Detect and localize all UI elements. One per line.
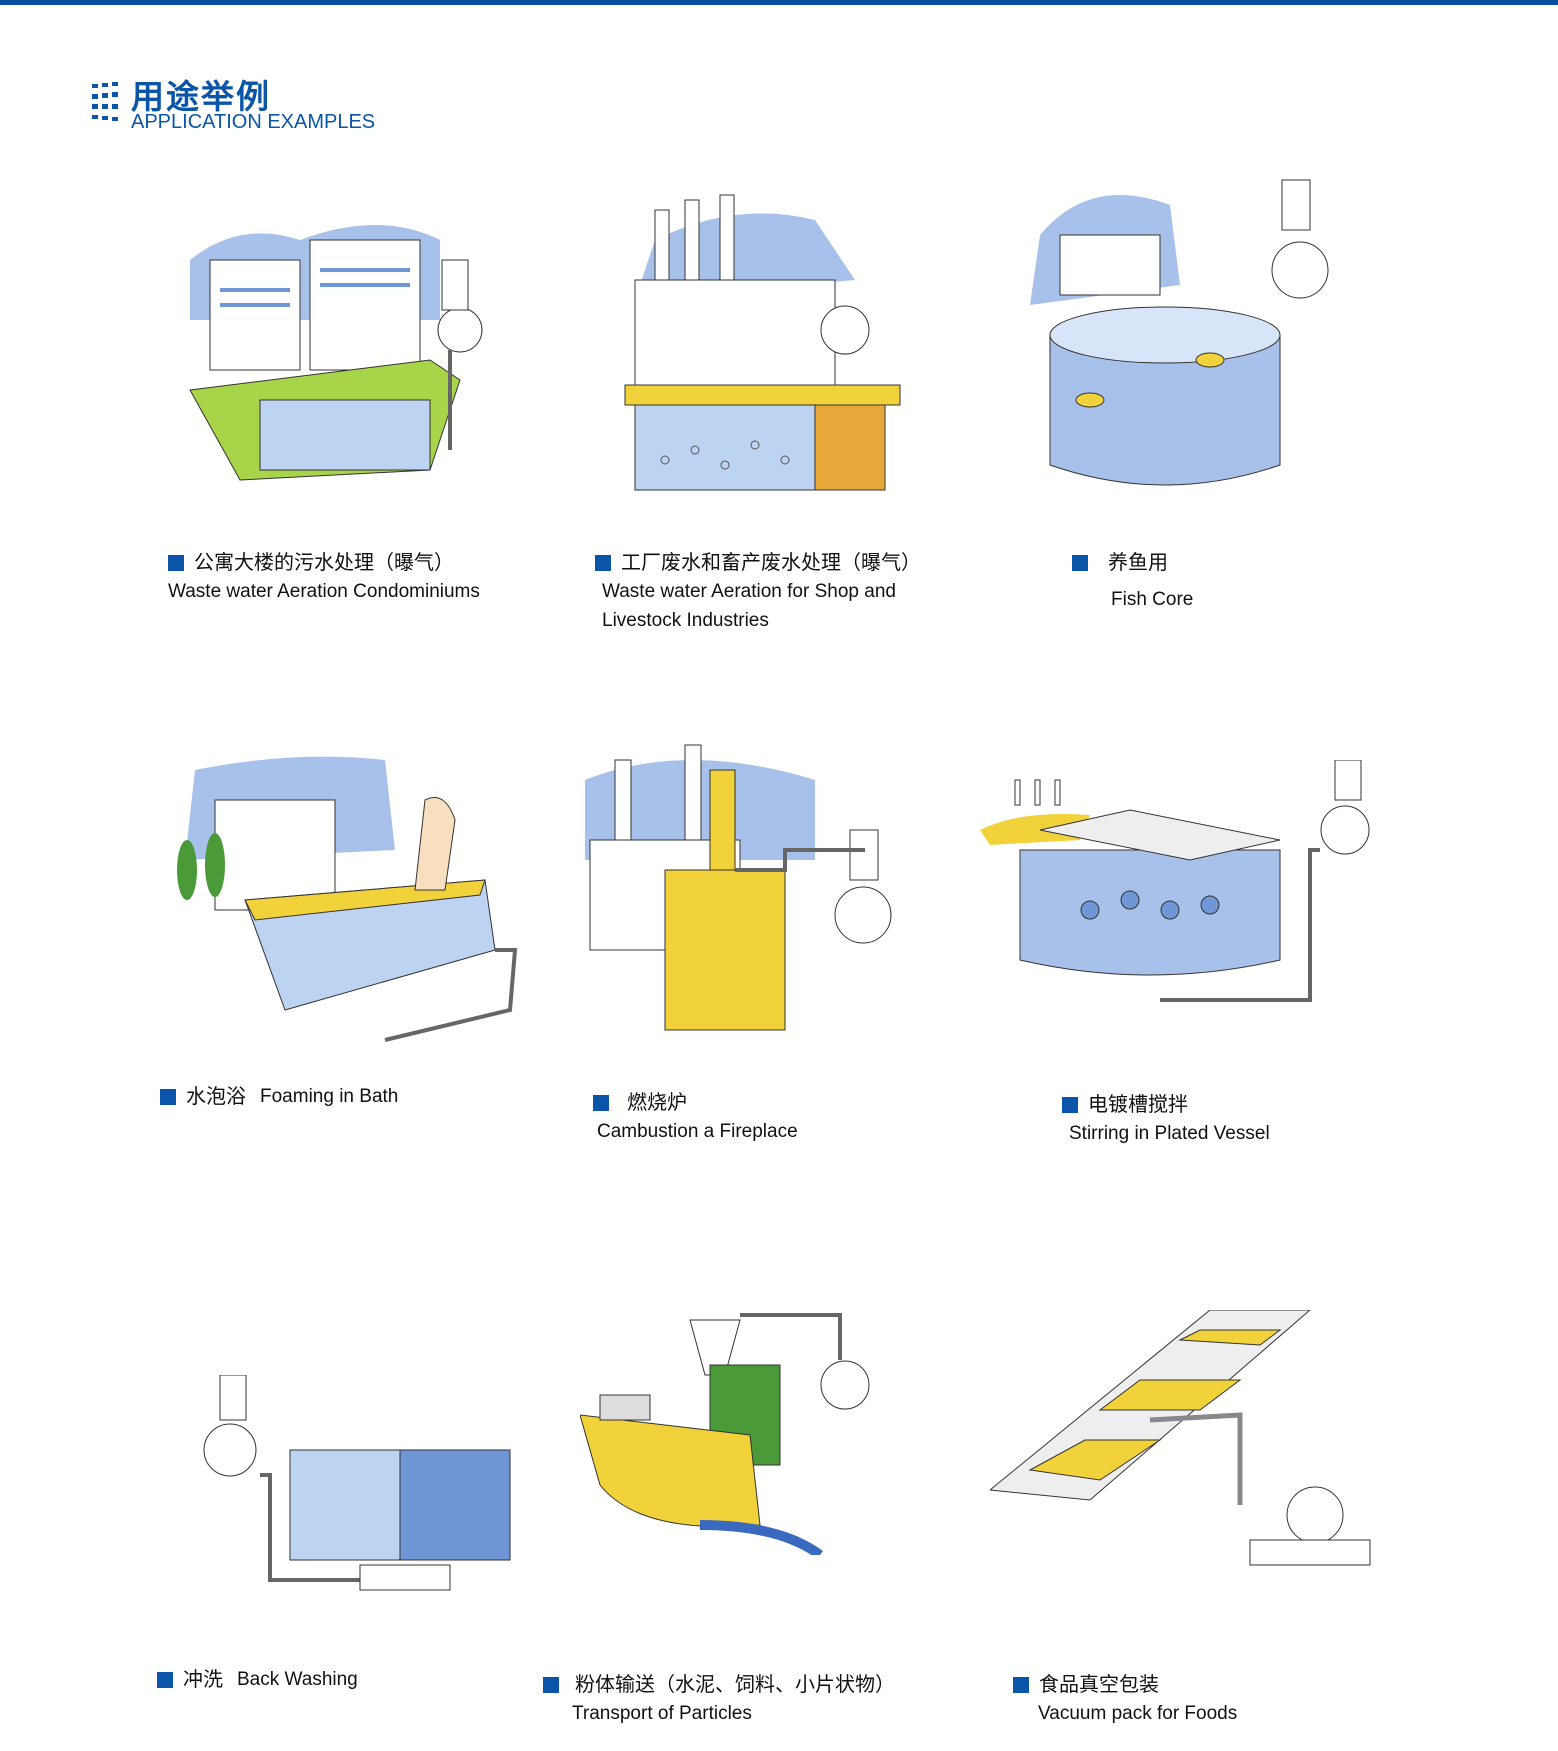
caption-cn: 工厂废水和畜产废水处理（曝气） xyxy=(621,550,921,574)
logo-icon xyxy=(92,82,118,121)
caption-condominiums: 公寓大楼的污水处理（曝气） Waste water Aeration Condo… xyxy=(168,548,480,606)
bullet-square-icon xyxy=(168,554,184,571)
bullet-square-icon xyxy=(543,1676,559,1693)
page-title-cn: 用途举例 xyxy=(131,77,271,116)
caption-cn: 养鱼用 xyxy=(1108,550,1168,574)
caption-fish-core: 养鱼用 Fish Core xyxy=(1072,548,1193,614)
caption-shop-livestock: 工厂废水和畜产废水处理（曝气） Waste water Aeration for… xyxy=(595,548,921,635)
particle-transport-illustration xyxy=(580,1313,870,1555)
caption-en: Vacuum pack for Foods xyxy=(1038,1703,1238,1724)
caption-cn: 公寓大楼的污水处理（曝气） xyxy=(194,550,454,574)
caption-en: Cambustion a Fireplace xyxy=(597,1121,798,1142)
caption-en: Foaming in Bath xyxy=(260,1086,399,1107)
back-washing-illustration xyxy=(203,1375,511,1591)
caption-foaming-bath: 水泡浴 Foaming in Bath xyxy=(160,1082,398,1111)
foaming-bath-illustration xyxy=(177,756,518,1042)
caption-particle-transport: 粉体输送（水泥、饲料、小片状物） Transport of Particles xyxy=(543,1670,895,1728)
caption-en: Fish Core xyxy=(1111,589,1194,610)
caption-en: Waste water Aeration Condominiums xyxy=(168,581,480,602)
bullet-square-icon xyxy=(593,1094,609,1111)
bullet-square-icon xyxy=(1013,1676,1029,1693)
caption-cn: 燃烧炉 xyxy=(627,1090,687,1114)
bullet-square-icon xyxy=(595,554,611,571)
caption-cn: 水泡浴 xyxy=(186,1084,246,1108)
plated-vessel-stirring-illustration xyxy=(980,760,1370,1002)
caption-en-line2: Livestock Industries xyxy=(602,610,769,631)
factory-wastewater-illustration xyxy=(624,194,901,491)
caption-plated-vessel: 电镀槽搅拌 Stirring in Plated Vessel xyxy=(1062,1090,1270,1148)
bullet-square-icon xyxy=(157,1671,173,1688)
caption-en: Back Washing xyxy=(237,1669,358,1690)
caption-cn: 电镀槽搅拌 xyxy=(1088,1092,1188,1116)
top-bar xyxy=(0,0,1558,5)
caption-en: Waste water Aeration for Shop and xyxy=(602,581,896,602)
page-title-en: APPLICATION EXAMPLES xyxy=(131,111,376,133)
fireplace-combustion-illustration xyxy=(585,744,892,1031)
caption-en: Transport of Particles xyxy=(572,1703,752,1724)
bullet-square-icon xyxy=(160,1088,176,1105)
caption-en: Stirring in Plated Vessel xyxy=(1069,1123,1270,1144)
bullet-square-icon xyxy=(1072,554,1088,571)
fish-farming-illustration xyxy=(1030,179,1329,486)
bullet-square-icon xyxy=(1062,1096,1078,1113)
vacuum-food-pack-illustration xyxy=(990,1310,1371,1566)
caption-back-washing: 冲洗 Back Washing xyxy=(157,1665,358,1694)
caption-fireplace: 燃烧炉 Cambustion a Fireplace xyxy=(593,1088,798,1146)
caption-vacuum-pack: 食品真空包装 Vacuum pack for Foods xyxy=(1013,1670,1237,1728)
caption-cn: 粉体输送（水泥、饲料、小片状物） xyxy=(575,1672,895,1696)
caption-cn: 冲洗 xyxy=(183,1667,223,1691)
caption-cn: 食品真空包装 xyxy=(1039,1672,1159,1696)
condominium-aeration-illustration xyxy=(189,225,483,481)
